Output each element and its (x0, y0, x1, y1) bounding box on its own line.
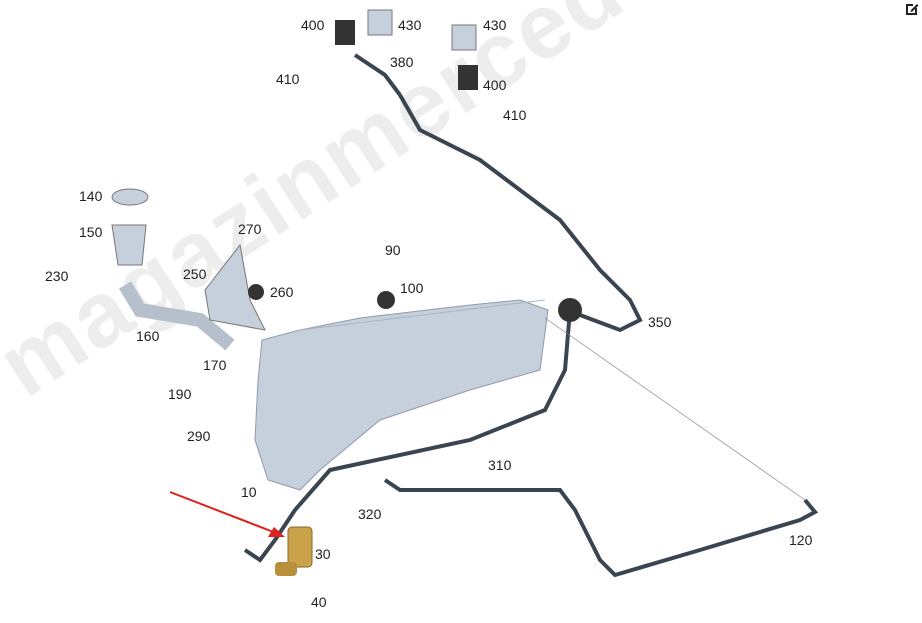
cap-140 (111, 188, 149, 206)
part-label-350[interactable]: 350 (648, 314, 672, 330)
washer-tank (254, 299, 549, 491)
part-label-30[interactable]: 30 (315, 546, 331, 562)
part-label-140[interactable]: 140 (79, 188, 103, 204)
pointer-arrow (268, 527, 285, 537)
edit-icon[interactable] (904, 1, 920, 17)
part-label-120[interactable]: 120 (789, 532, 813, 548)
pipe-160 (118, 281, 235, 351)
part-label-400[interactable]: 400 (301, 17, 325, 33)
bracket-250 (204, 243, 266, 331)
part-label-10[interactable]: 10 (241, 484, 257, 500)
hose-120 (383, 478, 819, 578)
part-label-310[interactable]: 310 (488, 457, 512, 473)
part-label-400[interactable]: 400 (483, 77, 507, 93)
grommet-350 (558, 298, 582, 322)
hose-350 (398, 94, 643, 333)
part-label-250[interactable]: 250 (183, 266, 207, 282)
part-label-430[interactable]: 430 (483, 17, 507, 33)
part-label-90[interactable]: 90 (385, 242, 401, 258)
part-label-230[interactable]: 230 (45, 268, 69, 284)
washer-pump (287, 526, 313, 568)
hose-main (243, 309, 572, 563)
neck-150 (111, 224, 147, 266)
part-label-320[interactable]: 320 (358, 506, 382, 522)
part-label-270[interactable]: 270 (238, 221, 262, 237)
part-label-40[interactable]: 40 (311, 594, 327, 610)
part-label-170[interactable]: 170 (203, 357, 227, 373)
part-label-190[interactable]: 190 (168, 386, 192, 402)
part-label-290[interactable]: 290 (187, 428, 211, 444)
part-label-100[interactable]: 100 (400, 280, 424, 296)
part-label-150[interactable]: 150 (79, 224, 103, 240)
part-label-160[interactable]: 160 (136, 328, 160, 344)
part-label-380[interactable]: 380 (390, 54, 414, 70)
part-label-430[interactable]: 430 (398, 17, 422, 33)
part-label-410[interactable]: 410 (503, 107, 527, 123)
grommet-100 (377, 291, 395, 309)
part-label-410[interactable]: 410 (276, 71, 300, 87)
part-label-260[interactable]: 260 (270, 284, 294, 300)
grommet-260 (248, 284, 264, 300)
